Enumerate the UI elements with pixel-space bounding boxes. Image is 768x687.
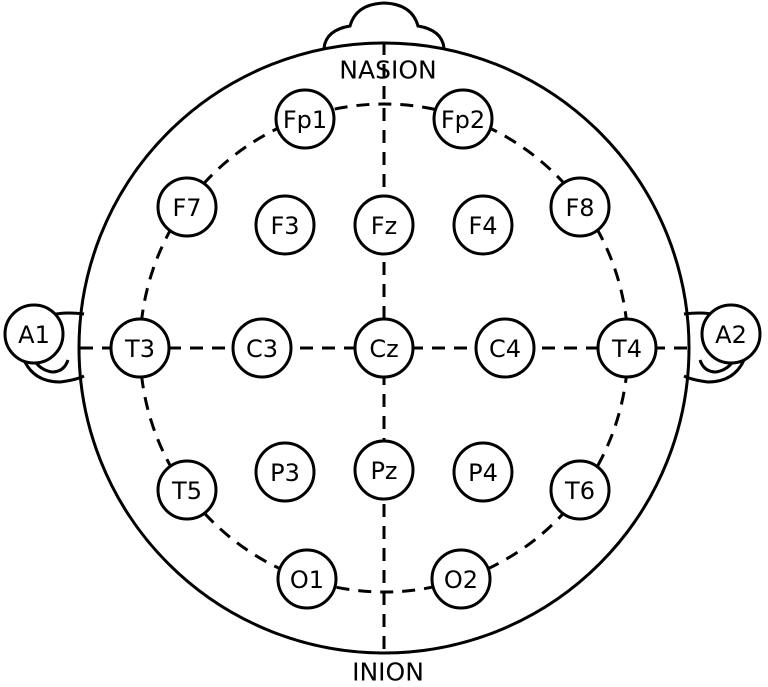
electrode-t6: T6 — [549, 459, 611, 521]
electrode-p3: P3 — [254, 441, 316, 503]
electrode-label: P3 — [270, 459, 300, 487]
electrode-circle — [353, 317, 415, 379]
electrode-label: Fz — [371, 212, 397, 240]
electrode-label: O2 — [444, 566, 478, 594]
electrode-o2: O2 — [430, 548, 492, 610]
electrode-pz: Pz — [353, 439, 415, 501]
electrode-a2: A2 — [700, 303, 762, 365]
electrode-label: F3 — [270, 212, 299, 240]
electrode-p4: P4 — [452, 441, 514, 503]
electrode-label: T4 — [611, 335, 642, 363]
electrode-label: C4 — [489, 335, 521, 363]
electrode-c4: C4 — [474, 317, 536, 379]
electrode-label: P4 — [468, 459, 498, 487]
electrode-label: A2 — [715, 321, 747, 349]
electrode-label: Pz — [370, 457, 397, 485]
electrode-circle — [549, 459, 611, 521]
electrode-circle — [254, 194, 316, 256]
electrode-circle — [452, 194, 514, 256]
inion-label: INION — [352, 658, 424, 687]
electrode-circle — [231, 317, 293, 379]
electrode-circle — [276, 548, 338, 610]
electrode-f8: F8 — [549, 176, 611, 238]
electrode-circle — [430, 548, 492, 610]
electrode-group: Fp1 Fp2 F7 F3 Fz F4 F8 A1 — [3, 88, 762, 610]
electrode-circle — [109, 317, 171, 379]
electrode-circle — [274, 88, 336, 150]
electrode-label: Fp2 — [441, 106, 485, 134]
electrode-t5: T5 — [156, 459, 218, 521]
electrode-circle — [596, 317, 658, 379]
electrode-circle — [549, 176, 611, 238]
electrode-label: T3 — [124, 335, 155, 363]
electrode-circle — [700, 303, 762, 365]
electrode-label: C3 — [246, 335, 278, 363]
electrode-f7: F7 — [156, 176, 218, 238]
electrode-label: Fp1 — [283, 106, 327, 134]
electrode-f4: F4 — [452, 194, 514, 256]
electrode-fz: Fz — [353, 194, 415, 256]
electrode-circle — [353, 194, 415, 256]
electrode-circle — [156, 459, 218, 521]
electrode-label: F7 — [172, 194, 201, 222]
electrode-f3: F3 — [254, 194, 316, 256]
electrode-circle — [353, 439, 415, 501]
electrode-circle — [254, 441, 316, 503]
electrode-label: F8 — [565, 194, 594, 222]
electrode-fp1: Fp1 — [274, 88, 336, 150]
electrode-label: O1 — [290, 566, 324, 594]
electrode-label: F4 — [468, 212, 497, 240]
electrode-label: T6 — [564, 477, 595, 505]
electrode-circle — [432, 88, 494, 150]
electrode-c3: C3 — [231, 317, 293, 379]
electrode-label: Cz — [369, 335, 398, 363]
electrode-t3: T3 — [109, 317, 171, 379]
nose-outline — [322, 1, 446, 49]
electrode-label: T5 — [171, 477, 202, 505]
electrode-t4: T4 — [596, 317, 658, 379]
electrode-circle — [452, 441, 514, 503]
nasion-label: NASION — [339, 56, 436, 85]
electrode-label: A1 — [18, 321, 50, 349]
electrode-circle — [474, 317, 536, 379]
electrode-cz: Cz — [353, 317, 415, 379]
electrode-circle — [3, 303, 65, 365]
electrode-a1: A1 — [3, 303, 65, 365]
electrode-o1: O1 — [276, 548, 338, 610]
electrode-circle — [156, 176, 218, 238]
electrode-fp2: Fp2 — [432, 88, 494, 150]
